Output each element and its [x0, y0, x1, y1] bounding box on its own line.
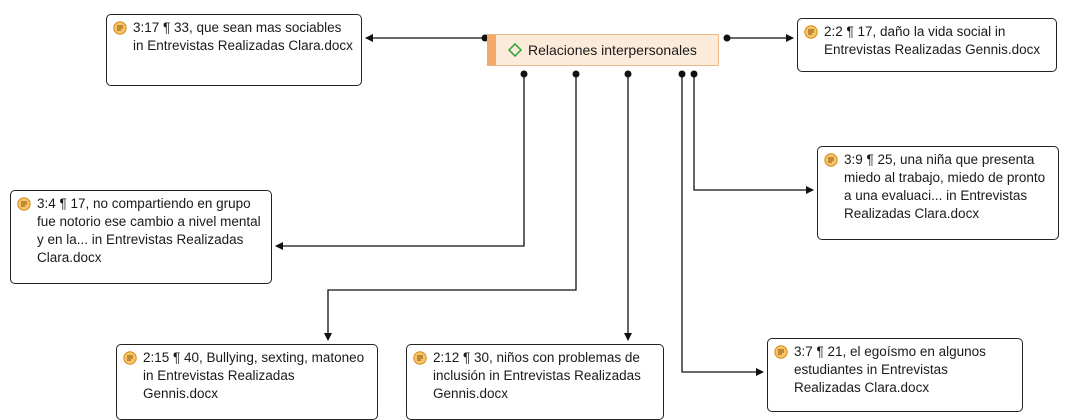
quotation-icon [113, 21, 127, 35]
quotation-icon [774, 345, 788, 359]
quotation-node-q2[interactable]: 2:2 ¶ 17, daño la vida social in Entrevi… [797, 18, 1057, 72]
quotation-node-q4[interactable]: 3:4 ¶ 17, no compartiendo en grupo fue n… [10, 190, 272, 284]
code-diamond-icon [508, 43, 522, 57]
code-node-relaciones[interactable]: Relaciones interpersonales [487, 34, 719, 66]
link-dot [572, 70, 580, 78]
quotation-node-q6[interactable]: 2:12 ¶ 30, niños con problemas de inclus… [406, 344, 664, 420]
link-q7 [681, 74, 764, 376]
quotation-icon [413, 351, 427, 365]
quotation-text: 3:7 ¶ 21, el egoísmo en algunos estudian… [794, 344, 986, 395]
link-q3 [693, 74, 814, 194]
quotation-node-q1[interactable]: 3:17 ¶ 33, que sean mas sociables in Ent… [106, 14, 362, 86]
quotation-text: 2:12 ¶ 30, niños con problemas de inclus… [433, 350, 641, 401]
link-dot [678, 70, 686, 78]
quotation-icon [804, 25, 818, 39]
link-dot [723, 34, 731, 42]
quotation-node-q7[interactable]: 3:7 ¶ 21, el egoísmo en algunos estudian… [767, 338, 1023, 412]
quotation-text: 3:17 ¶ 33, que sean mas sociables in Ent… [133, 20, 353, 53]
quotation-text: 3:4 ¶ 17, no compartiendo en grupo fue n… [37, 196, 261, 265]
quotation-text: 2:15 ¶ 40, Bullying, sexting, matoneo in… [143, 350, 365, 401]
quotation-text: 3:9 ¶ 25, una niña que presenta miedo al… [844, 152, 1046, 221]
link-dot [624, 70, 632, 78]
link-q4 [275, 74, 525, 250]
quotation-node-q5[interactable]: 2:15 ¶ 40, Bullying, sexting, matoneo in… [116, 344, 378, 420]
quotation-text: 2:2 ¶ 17, daño la vida social in Entrevi… [824, 24, 1041, 57]
quotation-node-q3[interactable]: 3:9 ¶ 25, una niña que presenta miedo al… [817, 146, 1059, 240]
link-dot [690, 70, 698, 78]
link-dot [481, 34, 489, 42]
code-label: Relaciones interpersonales [528, 42, 697, 58]
link-dot [520, 70, 528, 78]
link-q5 [324, 74, 577, 341]
quotation-icon [17, 197, 31, 211]
quotation-icon [123, 351, 137, 365]
quotation-icon [824, 153, 838, 167]
